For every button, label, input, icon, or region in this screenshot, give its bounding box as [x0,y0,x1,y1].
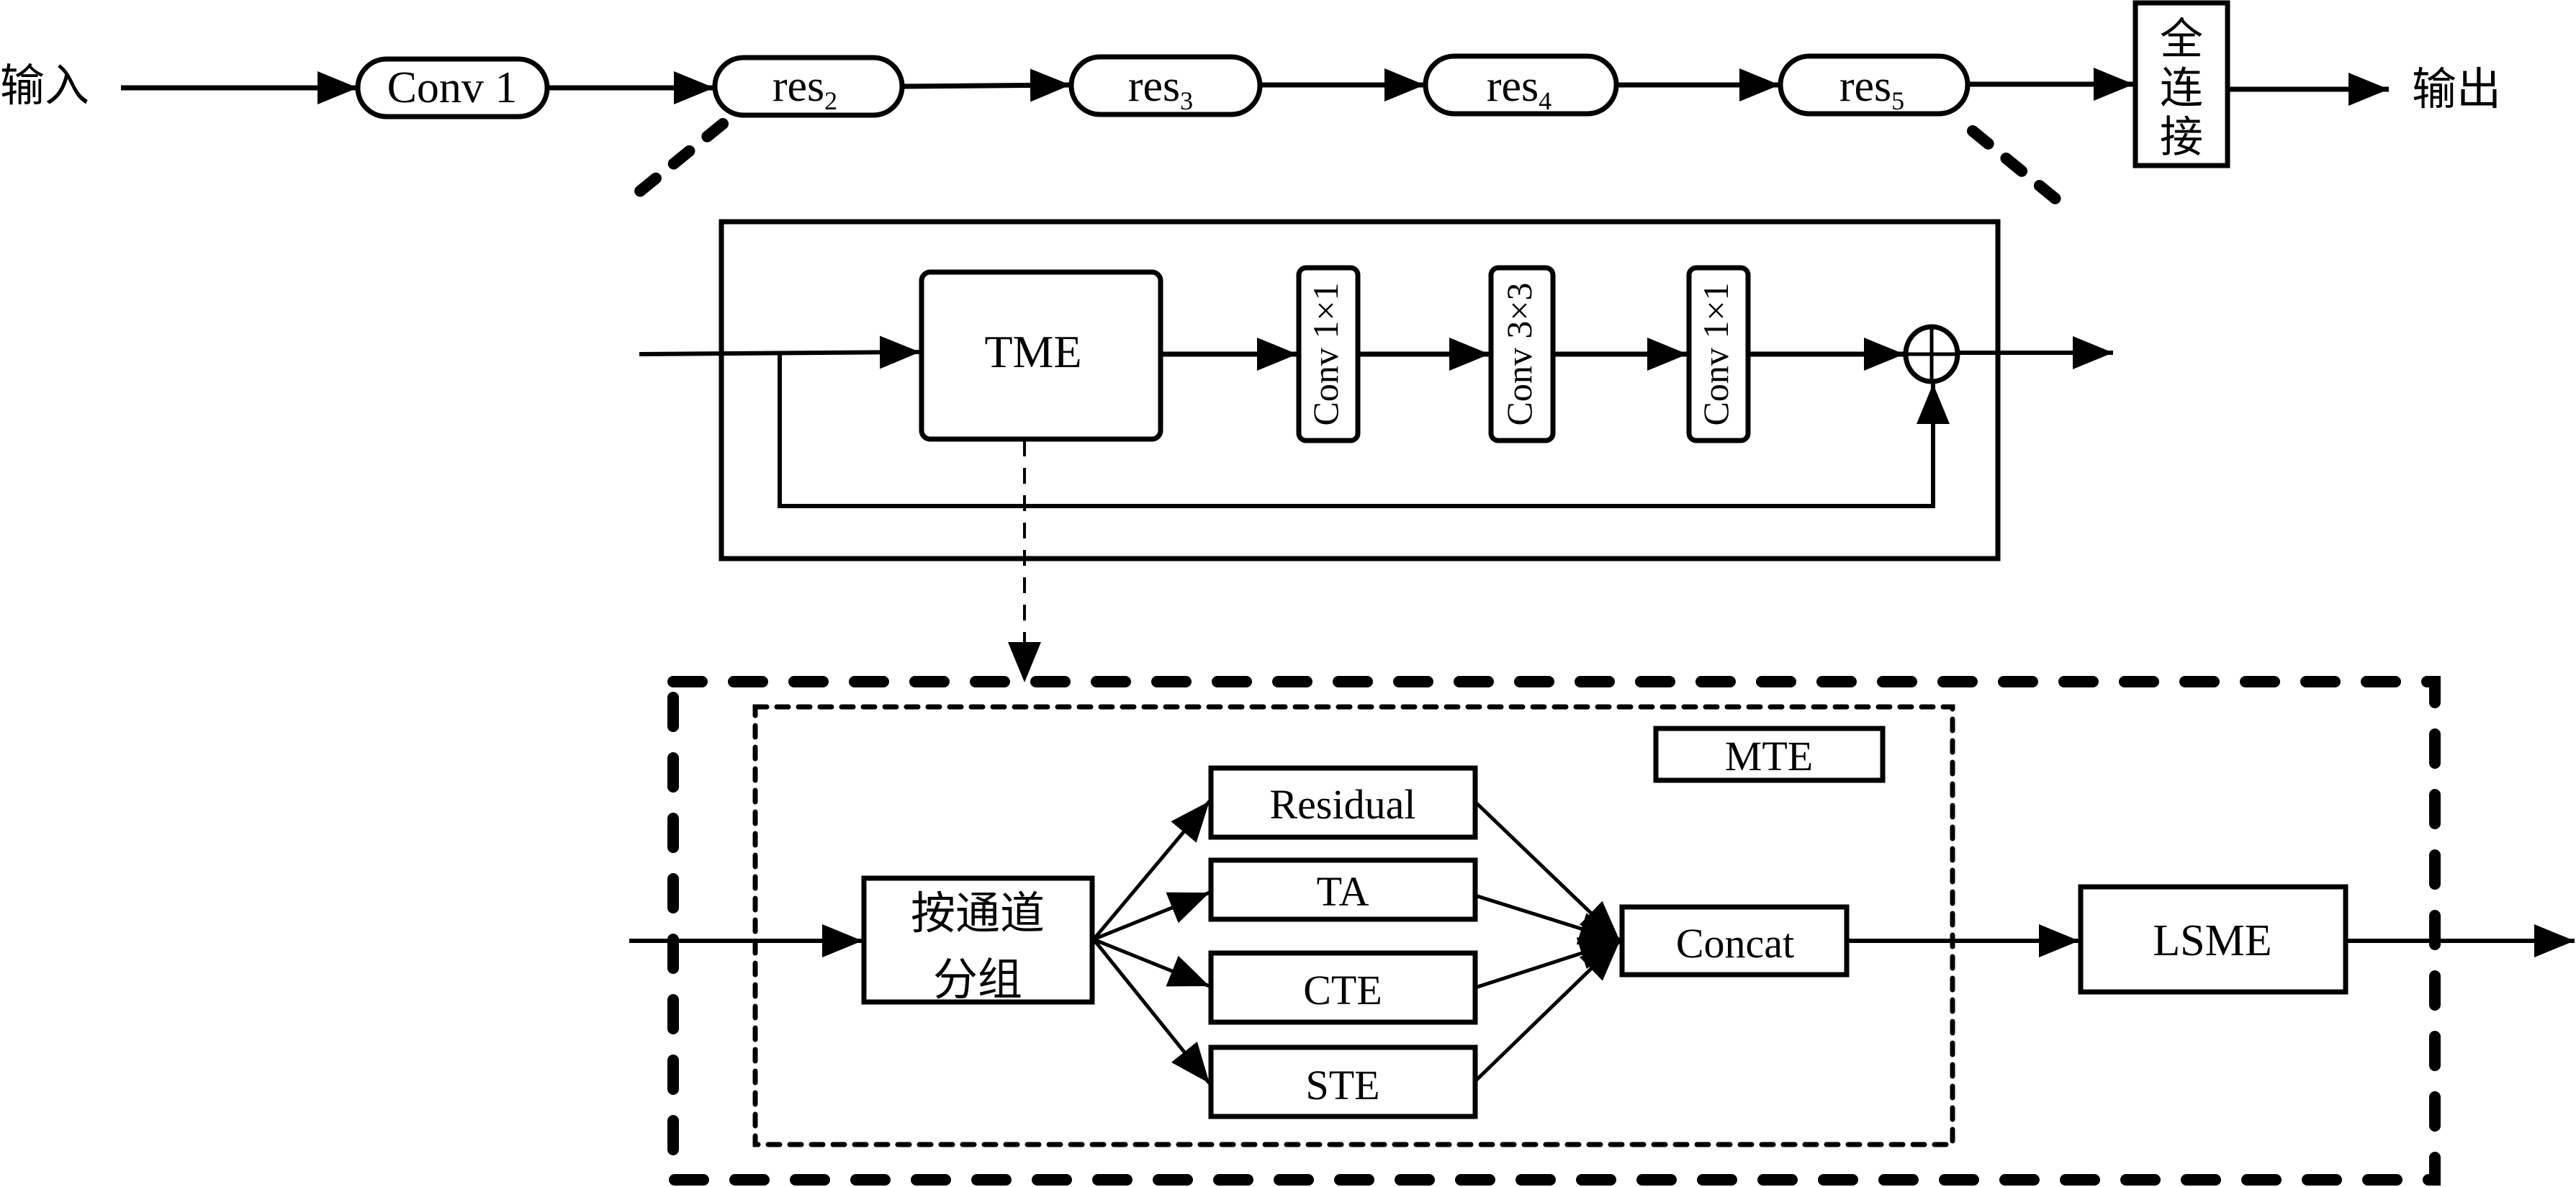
stage-res3: res3 [1068,54,1263,117]
stage-conv1-label: Conv 1 [387,63,518,112]
branch-residual-label: Residual [1270,781,1416,828]
conv-box-3: Conv 1×1 [1686,265,1751,443]
fc-char-1: 全 [2160,14,2203,65]
channel-split-label-1: 按通道 [911,887,1045,939]
fc-char-3: 接 [2160,112,2203,163]
tme-label: TME [984,326,1081,377]
branch-ta-label: TA [1317,868,1369,915]
mte-box: MTE [1653,726,1886,783]
stage-res3-label: res3 [1128,62,1193,115]
arrow-ta-to-concat [1474,893,1621,945]
stage-res4-label: res4 [1487,62,1552,115]
stage-res4: res4 [1423,53,1619,117]
stage-conv1: Conv 1 [355,56,550,119]
branch-ste-label: STE [1305,1062,1379,1109]
stage-res2: res2 [712,55,905,118]
stage-res5: res5 [1778,53,1971,117]
tme-detail-outer-frame [667,676,2441,1186]
arrow-split-to-residual [1092,800,1211,941]
branch-cte: CTE [1208,950,1478,1025]
channel-split-box: 按通道 分组 [861,875,1095,1006]
output-label: 输出 [2412,63,2501,115]
concat-label: Concat [1676,920,1794,967]
arrow-split-to-cte [1093,937,1210,988]
fc-char-2: 连 [2160,63,2203,114]
arrow-split-to-ste [1092,938,1211,1085]
mte-label: MTE [1725,733,1813,780]
sum-node-plus-icon [1903,324,1960,384]
skip-connection [778,354,1935,508]
zoom-guide-right [1967,125,2073,215]
tme-detail: 按通道 分组 Residual TA CTE STE MTE [629,676,2575,1186]
conv-box-1-label: Conv 1×1 [1305,282,1346,425]
arrow-split-to-ta [1093,890,1210,942]
zoom-guide-left [617,118,729,211]
concat-box: Concat [1619,904,1850,978]
conv-box-3-label: Conv 1×1 [1695,282,1736,425]
conv-box-2-label: Conv 3×3 [1499,282,1539,425]
top-pipeline: 输入 Conv 1 res2 res3 res4 res5 全 [0,0,2501,168]
stage-res5-label: res5 [1839,62,1904,115]
branch-ta: TA [1208,857,1478,922]
arrow-ste-to-concat [1474,939,1621,1083]
mte-inner-frame [752,704,1955,1147]
lsme-box: LSME [2078,884,2348,995]
residual-block-frame [719,219,2001,561]
tme-box: TME [919,269,1163,442]
residual-block: TME Conv 1×1 Conv 3×3 Conv 1×1 [639,219,2113,682]
input-label: 输入 [0,59,89,112]
arrow-block-input [639,335,921,369]
branch-ste: STE [1208,1044,1478,1119]
conv-box-2: Conv 3×3 [1488,265,1556,443]
branch-cte-label: CTE [1303,967,1382,1014]
stage-res2-label: res2 [773,62,837,115]
lsme-label: LSME [2153,916,2271,965]
branch-residual: Residual [1208,765,1478,840]
arrow-res2-to-res3 [901,68,1071,102]
channel-split-label-2: 分组 [933,953,1022,1006]
conv-box-1: Conv 1×1 [1296,265,1361,443]
fully-connected-box: 全 连 接 [2133,0,2230,168]
